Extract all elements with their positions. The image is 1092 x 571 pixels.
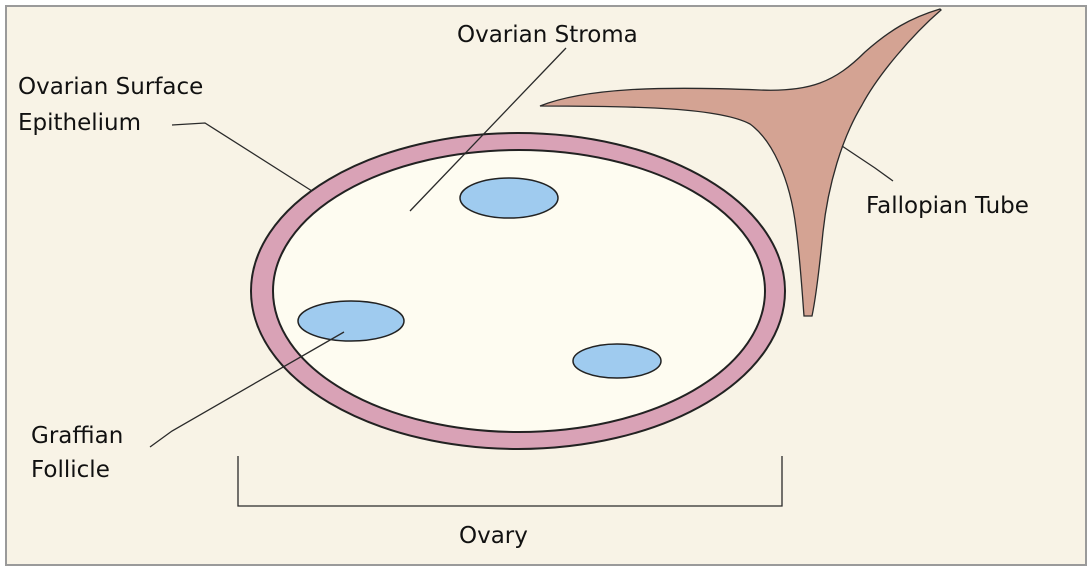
ovarian-stroma-label: Ovarian Stroma xyxy=(457,22,638,48)
graffian-follicle-label-line2: Follicle xyxy=(31,457,110,483)
ovary-label: Ovary xyxy=(459,523,528,549)
fallopian-tube-label: Fallopian Tube xyxy=(866,193,1029,219)
graffian-follicle xyxy=(298,301,404,341)
graffian-follicle xyxy=(573,344,661,378)
graffian-follicle xyxy=(460,178,558,218)
graffian-follicle-label-line1: Graffian xyxy=(31,423,123,449)
ovarian-surface-label-line1: Ovarian Surface xyxy=(18,74,203,100)
ovarian-surface-label-line2: Epithelium xyxy=(18,110,141,136)
